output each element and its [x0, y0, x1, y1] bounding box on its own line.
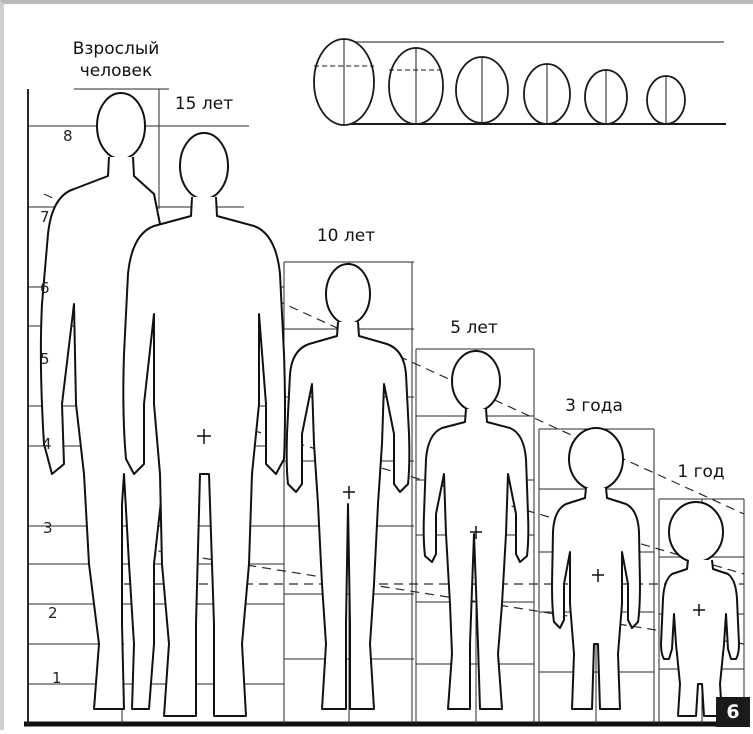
age1-figure	[661, 502, 739, 716]
label-age1: 1 год	[677, 462, 724, 482]
scale-number-3: 3	[43, 520, 53, 536]
figure-number-badge: 6	[716, 697, 750, 727]
scale-number-4: 4	[42, 436, 52, 452]
label-age3: 3 года	[565, 396, 623, 416]
label-age5: 5 лет	[450, 318, 497, 338]
proportion-diagram	[4, 4, 753, 734]
scale-number-7: 7	[40, 209, 50, 225]
scale-number-8: 8	[63, 128, 73, 144]
scale-number-6: 6	[40, 280, 50, 296]
label-age15: 15 лет	[175, 94, 233, 114]
scale-number-5: 5	[40, 351, 50, 367]
age10-figure	[287, 264, 410, 709]
scale-number-1: 1	[52, 670, 62, 686]
label-adult: Взрослый человек	[73, 38, 160, 82]
heads-row	[314, 39, 726, 125]
scale-number-2: 2	[48, 605, 58, 621]
label-age10: 10 лет	[317, 226, 375, 246]
